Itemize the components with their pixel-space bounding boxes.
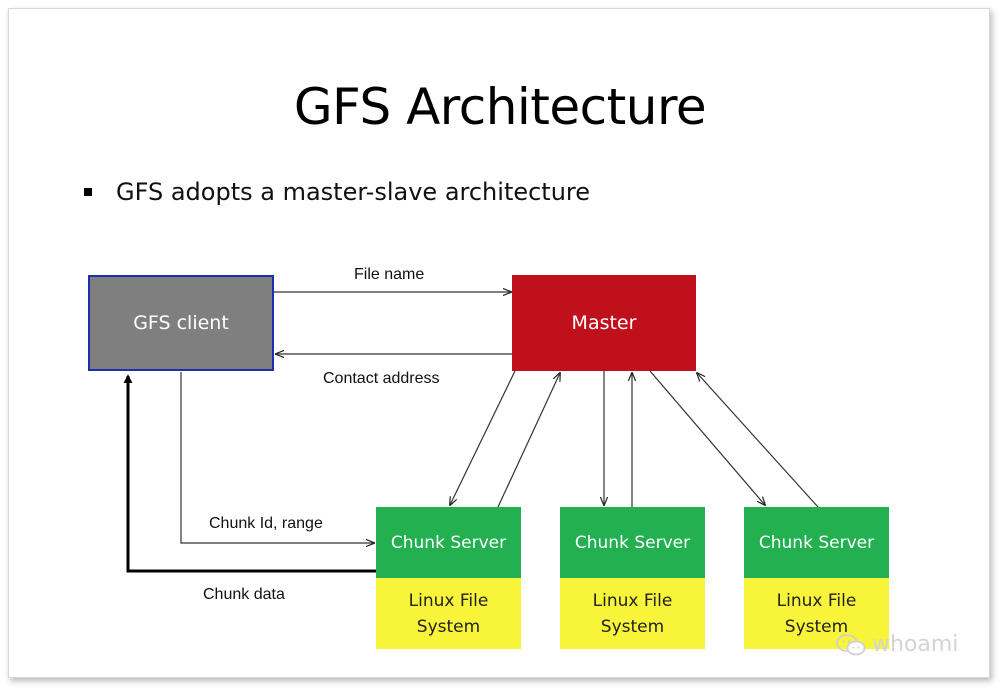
chunk-server-1: Chunk Server (376, 507, 521, 578)
arrow-cs1-to-master (497, 373, 560, 508)
watermark-text: whoami (872, 632, 959, 657)
label-contact-address: Contact address (323, 370, 440, 387)
arrow-master-to-cs3 (649, 370, 765, 505)
slide-title: GFS Architecture (293, 78, 707, 136)
arrow-chunk-data (123, 374, 376, 573)
label-file-name: File name (354, 266, 425, 283)
linux-fs-1: Linux File System (376, 578, 521, 649)
chunk-server-2: Chunk Server (560, 507, 705, 578)
bullet-square-icon (84, 188, 92, 196)
arrow-master-to-cs1 (450, 370, 516, 505)
bullet-text: GFS adopts a master-slave architecture (116, 178, 591, 206)
bullet-point: GFS adopts a master-slave architecture (84, 178, 590, 206)
arrow-chunk-id-range (180, 372, 374, 543)
gfs-client-box: GFS client (88, 275, 274, 371)
label-chunk-id-range: Chunk Id, range (209, 515, 323, 532)
master-box: Master (512, 275, 696, 371)
watermark: whoami (836, 632, 958, 657)
linux-fs-2: Linux File System (560, 578, 705, 649)
arrow-cs3-to-master (697, 373, 819, 508)
linux-fs-3: Linux File System (744, 578, 889, 649)
chunk-server-3: Chunk Server (744, 507, 889, 578)
wechat-icon (836, 633, 866, 655)
label-chunk-data: Chunk data (203, 586, 285, 603)
